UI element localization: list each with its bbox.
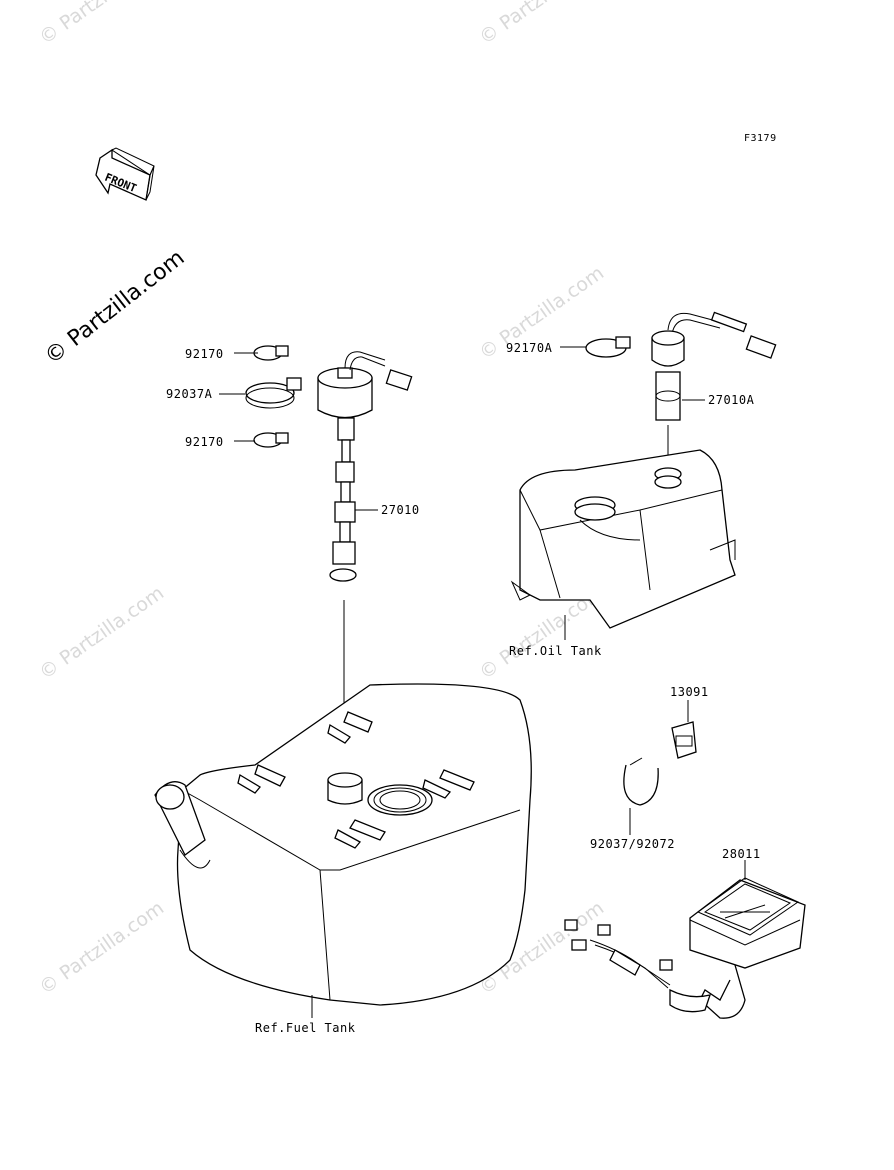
label-28011: 28011 [722, 847, 761, 861]
oil-sender-27010A [651, 311, 777, 421]
main-watermark: © Partzilla.com [40, 246, 189, 370]
label-27010A: 27010A [708, 393, 755, 407]
label-ref-oil-tank: Ref.Oil Tank [509, 644, 602, 658]
fuel-tank [154, 683, 532, 1006]
clamp-92170A [585, 336, 631, 358]
clamp-92170-top [253, 345, 289, 361]
watermark: © Partzilla.com [35, 0, 168, 49]
label-ref-fuel-tank: Ref.Fuel Tank [255, 1021, 356, 1035]
watermark: © Partzilla.com [35, 897, 168, 999]
label-92170-bottom: 92170 [185, 435, 224, 449]
label-27010: 27010 [381, 503, 420, 517]
watermark: © Partzilla.com [35, 582, 168, 684]
fuel-sender-27010 [317, 351, 413, 582]
label-92037-92072: 92037/92072 [590, 837, 675, 851]
label-13091: 13091 [670, 685, 709, 699]
watermark: © Partzilla.com [475, 0, 608, 49]
label-92170A: 92170A [506, 341, 553, 355]
diagram-code: F3179 [744, 133, 777, 144]
meter-28011 [669, 877, 806, 1019]
oil-tank [510, 449, 736, 629]
wire-harness [564, 919, 673, 989]
clamp-92170-bottom [253, 432, 289, 448]
label-92170-top: 92170 [185, 347, 224, 361]
label-92037A: 92037A [166, 387, 213, 401]
band-92037-92072 [623, 757, 659, 806]
part-13091 [671, 721, 697, 759]
front-arrow-icon: FRONT [95, 147, 155, 201]
clamp-92037A [245, 377, 302, 409]
